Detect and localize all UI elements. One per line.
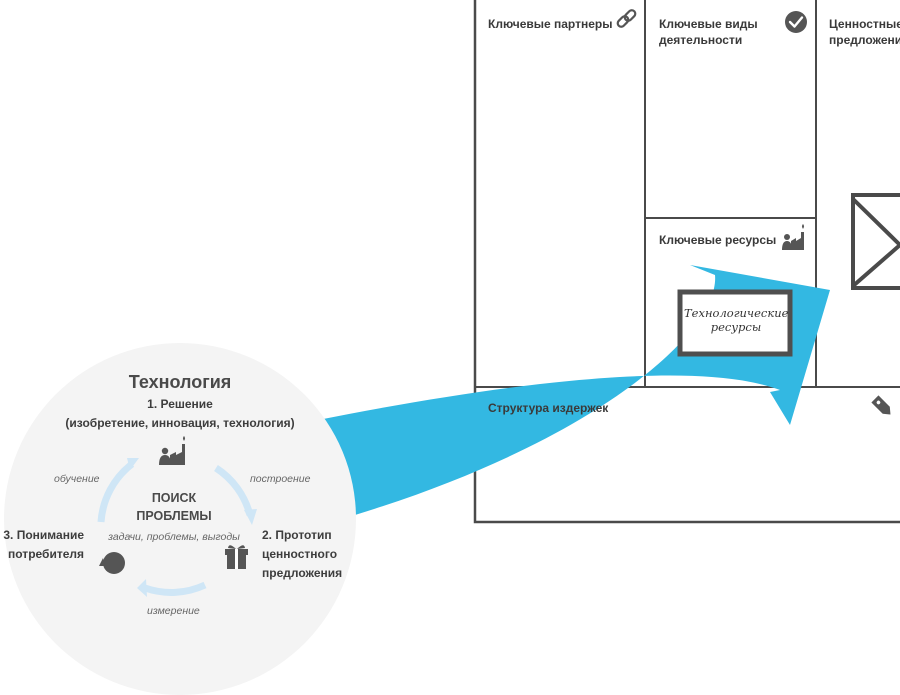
check-circle-icon: [785, 11, 807, 33]
link-icon: [616, 9, 637, 28]
arrow-building-label: построение: [250, 473, 311, 485]
step2-label: 2. Прототип ценностного предложения: [262, 526, 342, 583]
key-activities-title: Ключевые виды деятельности: [659, 16, 758, 48]
step3-line1: 3. Понимание: [3, 528, 84, 542]
gift-icon: [225, 545, 248, 569]
arrow-measuring: [143, 581, 207, 596]
value-propositions-line2: предложения: [829, 33, 900, 47]
value-proposition-image: [851, 193, 900, 290]
price-tag-icon: [871, 395, 891, 415]
arrow-measuring-label: измерение: [147, 605, 200, 617]
step2-line3: предложения: [262, 566, 343, 580]
tech-resources-note-line2: ресурсы: [710, 320, 762, 334]
tech-resources-card: [677, 289, 793, 357]
value-propositions-title: Ценностные предложения: [829, 16, 900, 48]
tech-resources-note-line1: Технологические: [684, 306, 789, 320]
step1-line1: 1. Решение: [147, 397, 213, 411]
cycle-circle: [4, 343, 356, 695]
step1-line2: (изобретение, инновация, технология): [65, 416, 295, 430]
cycle-graphics: [97, 436, 257, 597]
arrowhead-building: [244, 509, 257, 525]
key-activities-line2: деятельности: [659, 33, 743, 47]
cycle-center: ПОИСК ПРОБЛЕМЫ: [112, 489, 236, 525]
canvas-frame: [473, 0, 900, 524]
cycle-title: Технология: [128, 372, 232, 392]
factory-person-icon: [159, 436, 185, 465]
value-propositions-line1: Ценностные: [829, 17, 900, 31]
step1-label: 1. Решение (изобретение, инновация, техн…: [40, 395, 320, 433]
step2-line2: ценностного: [262, 547, 338, 561]
key-resources-title: Ключевые ресурсы: [659, 233, 777, 247]
arrow-learning: [97, 461, 135, 523]
cycle-arrows: [97, 461, 254, 596]
customer-head-icon: [99, 552, 125, 574]
tech-resources-note: Технологические ресурсы: [684, 306, 788, 334]
center-subtitle: задачи, проблемы, выгоды: [108, 531, 240, 543]
key-partners-title: Ключевые партнеры: [488, 17, 613, 31]
key-activities-line1: Ключевые виды: [659, 17, 758, 31]
center-line2: ПРОБЛЕМЫ: [136, 509, 212, 523]
arrowhead-measuring: [137, 579, 147, 597]
arrowhead-learning: [127, 458, 139, 470]
arrow-learning-label: обучение: [54, 473, 100, 485]
step3-label: 3. Понимание потребителя: [0, 526, 84, 564]
step2-line1: 2. Прототип: [262, 528, 332, 542]
center-line1: ПОИСК: [151, 491, 197, 505]
factory-person-icon: [782, 224, 804, 250]
business-model-canvas: [318, 0, 900, 524]
step3-line2: потребителя: [8, 547, 84, 561]
cost-structure-title: Структура издержек: [488, 401, 609, 415]
